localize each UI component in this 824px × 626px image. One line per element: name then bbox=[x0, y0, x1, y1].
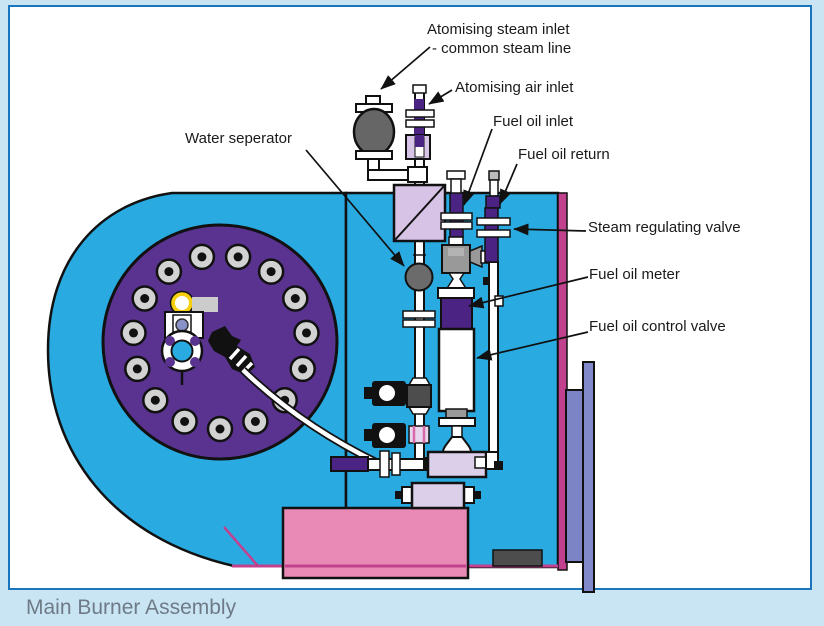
ignition-electrode-icon bbox=[208, 326, 255, 375]
bolt-center bbox=[140, 294, 150, 303]
bolt-center bbox=[132, 364, 142, 374]
bolt-center bbox=[129, 328, 138, 338]
bolt-center bbox=[150, 395, 160, 405]
arrow-fuel-oil-control-valve bbox=[476, 331, 589, 361]
label-atomising-steam-inlet-line1: Atomising steam inlet bbox=[427, 21, 570, 38]
label-atomising-steam-inlet: Atomising steam inlet - common steam lin… bbox=[427, 20, 571, 58]
solenoid-valves bbox=[364, 377, 432, 448]
pump-cylinder bbox=[395, 481, 481, 510]
bolt-ring bbox=[120, 243, 320, 443]
arrow-atomising-air-inlet bbox=[428, 89, 453, 105]
arrow-fuel-oil-meter bbox=[468, 276, 589, 309]
burner-nozzle bbox=[160, 329, 204, 385]
leader-arrows bbox=[305, 46, 589, 361]
bolt-center bbox=[298, 364, 308, 374]
bolt-center bbox=[302, 328, 311, 338]
figure-caption: Main Burner Assembly bbox=[26, 596, 237, 619]
sight-glass-icon bbox=[169, 290, 218, 316]
junction-block bbox=[492, 549, 543, 567]
burner-base bbox=[281, 506, 470, 580]
arrow-atomising-steam-inlet bbox=[380, 46, 431, 90]
housing-edge-strip bbox=[557, 192, 568, 571]
fuel-oil-control-valve bbox=[426, 327, 488, 479]
bolt-center bbox=[180, 417, 190, 426]
bolt-center bbox=[266, 267, 276, 277]
arrow-steam-regulating-valve bbox=[513, 223, 587, 236]
bolt-center bbox=[197, 252, 207, 262]
label-fuel-oil-control-valve: Fuel oil control valve bbox=[589, 318, 726, 335]
bolt-center bbox=[164, 267, 174, 277]
label-fuel-oil-meter: Fuel oil meter bbox=[589, 266, 680, 283]
bolt-center bbox=[215, 424, 225, 434]
label-water-seperator: Water seperator bbox=[185, 130, 292, 147]
steam-regulating-valve bbox=[476, 217, 511, 238]
steam-trap-sphere bbox=[352, 95, 428, 183]
ignition-cable bbox=[240, 367, 380, 467]
atomising-line bbox=[352, 84, 435, 188]
mounting-flange bbox=[565, 361, 595, 593]
label-fuel-oil-inlet: Fuel oil inlet bbox=[493, 113, 574, 130]
label-steam-regulating-valve: Steam regulating valve bbox=[588, 219, 741, 236]
label-atomising-steam-inlet-line2: - common steam line bbox=[432, 40, 572, 57]
fuel-oil-meter bbox=[440, 297, 473, 330]
label-atomising-air-inlet: Atomising air inlet bbox=[455, 79, 574, 96]
water-separator-line bbox=[402, 240, 436, 460]
water-separator bbox=[404, 262, 434, 292]
arrow-fuel-oil-inlet bbox=[463, 128, 493, 206]
bolt-center bbox=[233, 252, 243, 262]
bolt-center bbox=[290, 294, 300, 303]
bolt-center bbox=[250, 417, 260, 426]
fuel-oil-inlet-line bbox=[437, 170, 492, 330]
arrow-fuel-oil-return bbox=[499, 163, 518, 205]
label-fuel-oil-return: Fuel oil return bbox=[518, 146, 610, 163]
steam-filter-box bbox=[392, 183, 447, 243]
arrow-water-seperator bbox=[305, 149, 405, 267]
